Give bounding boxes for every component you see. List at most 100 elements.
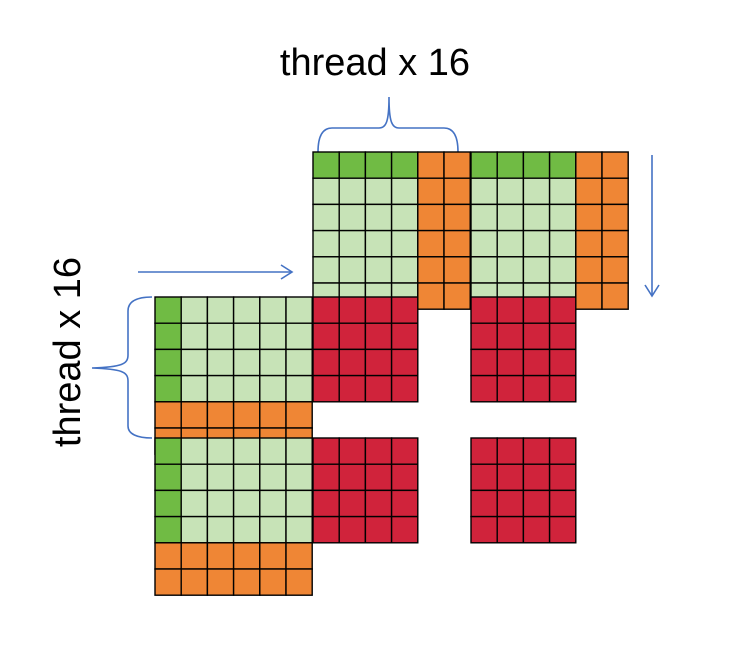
result-tile-1-cell [364, 322, 393, 351]
top-tile-b-cell [496, 229, 525, 258]
top-tile-b-cell [548, 229, 577, 258]
result-tile-4-cell [548, 515, 577, 544]
top-tile-b-cell [575, 229, 603, 258]
top-tile-a-cell [364, 151, 393, 179]
left-tile-b [154, 437, 313, 596]
top-tile-a-cell [443, 229, 471, 258]
left-tile-b-cell [285, 489, 313, 518]
top-tile-a-cell [417, 256, 445, 284]
top-tile-b-cell [470, 203, 498, 232]
left-tile-b-cell [180, 463, 209, 492]
top-tile-b-cell [601, 229, 629, 258]
left-tile-b-cell [154, 437, 182, 465]
top-tile-b-cell [601, 256, 629, 284]
result-tile-4-cell [470, 437, 498, 465]
result-tile-4-cell [496, 463, 525, 492]
left-tile-b-cell [232, 542, 261, 570]
result-tile-2-cell [470, 322, 498, 351]
top-tile-b-cell [548, 177, 577, 206]
result-tile-1-cell [312, 374, 340, 403]
left-tile-a-cell [232, 374, 261, 403]
left-tile-a-cell [180, 348, 209, 377]
top-tile-b-cell [522, 256, 551, 284]
left-tile-a-cell [285, 348, 313, 377]
result-tile-3-cell [312, 515, 340, 544]
result-tile-4-cell [496, 437, 525, 465]
left-tile-b-cell [285, 568, 313, 596]
top-tile-b-cell [601, 203, 629, 232]
left-tile-b-cell [154, 568, 182, 596]
top-tile-b-cell [575, 151, 603, 179]
tile-grid [154, 151, 629, 596]
top-tile-b-cell [522, 229, 551, 258]
top-tile-a-cell [390, 229, 419, 258]
top-tile-a-cell [443, 256, 471, 284]
left-tile-a-cell [285, 401, 313, 429]
vertical-sweep-arrow [644, 155, 660, 298]
result-tile-4-cell [470, 515, 498, 544]
left-tile-b-cell [180, 568, 209, 596]
result-tile-1-cell [390, 348, 419, 377]
top-tile-a-cell [443, 282, 471, 310]
top-tile-b-cell [575, 177, 603, 206]
result-tile-3-cell [338, 489, 367, 518]
result-tile-2-cell [522, 296, 551, 324]
top-tile-b-cell [496, 256, 525, 284]
result-tile-1-cell [364, 348, 393, 377]
result-tile-1-cell [312, 348, 340, 377]
left-tile-a-cell [206, 322, 235, 351]
left-tile-a-cell [259, 322, 287, 351]
result-tile-4-cell [496, 515, 525, 544]
left-tile-b-cell [180, 489, 209, 518]
top-tile-b-cell [548, 203, 577, 232]
left-tile-a-cell [180, 401, 209, 429]
result-tile-4 [470, 437, 577, 544]
result-tile-2-cell [522, 322, 551, 351]
top-tile-a-cell [417, 229, 445, 258]
top-tile-a-cell [338, 229, 367, 258]
horizontal-sweep-arrow [138, 264, 294, 280]
top-tile-b-cell [470, 256, 498, 284]
result-tile-3-cell [390, 463, 419, 492]
top-tile-b-cell [470, 151, 498, 179]
left-tile-a-cell [154, 296, 182, 324]
result-tile-3-cell [338, 463, 367, 492]
left-tile-a-cell [206, 401, 235, 429]
left-tile-b-cell [206, 568, 235, 596]
top-tile-b-cell [522, 177, 551, 206]
left-tile-b-cell [232, 489, 261, 518]
result-tile-3-cell [390, 437, 419, 465]
left-tile-b-cell [259, 568, 287, 596]
result-tile-3-cell [390, 489, 419, 518]
result-tile-3-cell [364, 489, 393, 518]
left-tile-a-cell [206, 296, 235, 324]
top-tile-b-cell [496, 151, 525, 179]
top-tile-a-cell [364, 177, 393, 206]
left-tile-b-cell [232, 463, 261, 492]
top-tile-b-cell [548, 151, 577, 179]
top-tile-a-cell [417, 177, 445, 206]
left-tile-b-cell [259, 542, 287, 570]
left-tile-a-cell [154, 401, 182, 429]
result-tile-1-cell [338, 348, 367, 377]
left-tile-b-cell [259, 437, 287, 465]
left-tile-b-cell [232, 437, 261, 465]
left-tile-a-cell [259, 348, 287, 377]
left-tile-b-cell [154, 463, 182, 492]
top-tile-b-cell [575, 282, 603, 310]
left-tile-a-cell [206, 348, 235, 377]
top-tile-b-cell [601, 282, 629, 310]
result-tile-2-cell [548, 322, 577, 351]
top-tile-b-cell [470, 177, 498, 206]
left-tile-a-cell [232, 296, 261, 324]
result-tile-2-cell [522, 348, 551, 377]
result-tile-3-cell [364, 437, 393, 465]
left-tile-a-cell [232, 401, 261, 429]
left-tile-a-cell [259, 401, 287, 429]
result-tile-4-cell [522, 463, 551, 492]
result-tile-1-cell [364, 296, 393, 324]
left-tile-a-cell [285, 296, 313, 324]
result-tile-4-cell [522, 437, 551, 465]
top-tile-a-cell [443, 151, 471, 179]
